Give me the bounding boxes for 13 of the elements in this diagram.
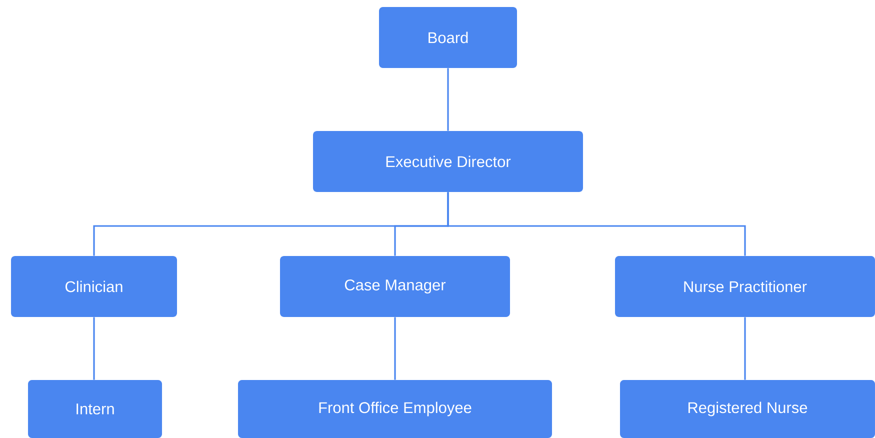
org-box: Front Office Employee — [238, 380, 552, 438]
connector-line — [394, 317, 396, 380]
connector-line — [744, 317, 746, 380]
org-box: Nurse Practitioner — [615, 256, 875, 317]
connector-line — [447, 192, 746, 256]
org-box: Executive Director — [313, 131, 583, 192]
org-box: Clinician — [11, 256, 177, 317]
org-box: Case Manager — [280, 256, 510, 317]
connector-line — [447, 68, 449, 131]
connector-line — [93, 317, 95, 380]
org-box: Intern — [28, 380, 162, 438]
org-box: Board — [379, 7, 517, 68]
org-box: Registered Nurse — [620, 380, 875, 438]
